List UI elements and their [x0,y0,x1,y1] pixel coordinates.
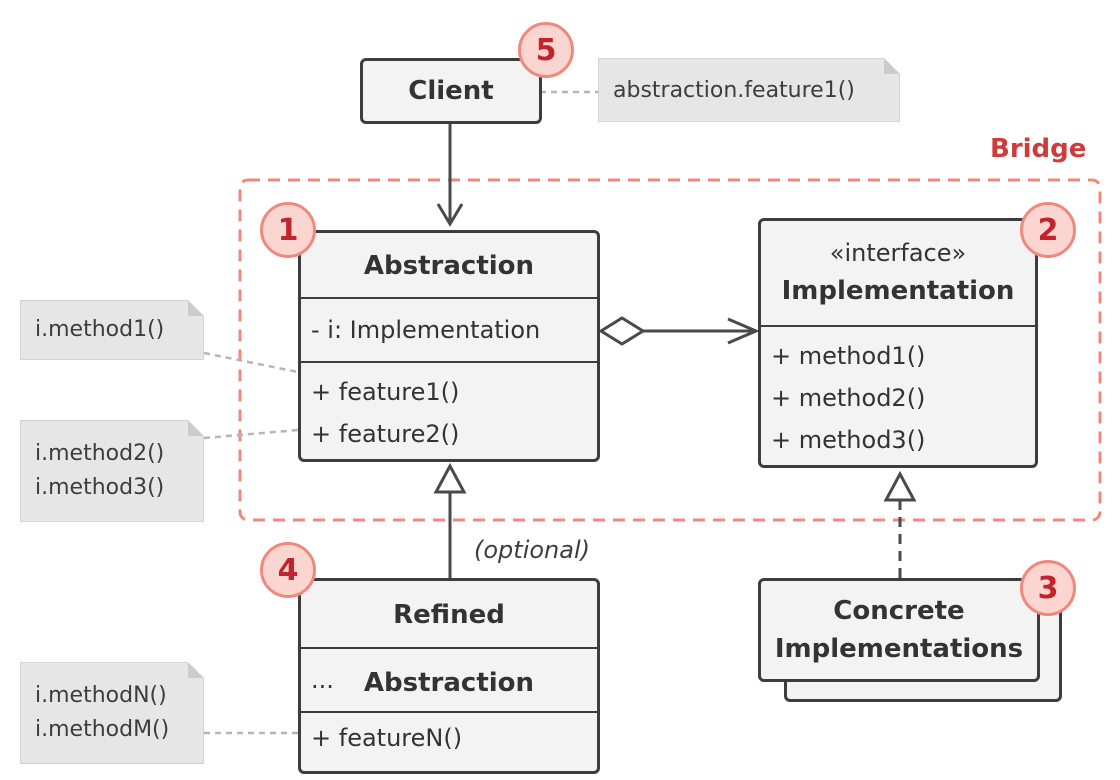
client-to-abstraction-arrowhead [436,203,464,227]
implementation-box: «interface» Implementation + method1() +… [758,218,1038,468]
step-badge-4: 4 [260,542,316,598]
bridge-region [238,178,1102,522]
feature2-note-line: i.method3() [35,475,165,500]
refined-abstraction-title: Refined Abstraction [301,581,597,698]
refined-abstraction-method: + featureN() [311,724,463,752]
concrete-title-line1: Concrete [833,596,965,626]
feature2-note-line: i.method2() [35,441,165,466]
featureN-note-line: i.methodN() [35,683,167,708]
step-badge-3: 3 [1020,560,1076,616]
note-fold-icon [188,662,204,678]
inheritance-triangle [433,462,467,494]
abstraction-method: + feature2() [311,420,460,448]
note-fold-icon [188,420,204,436]
concrete-title-line2: Implementations [774,634,1024,664]
implementation-method: + method2() [771,384,926,412]
refined-abstraction-field: ... [311,666,334,694]
refined-abstraction-methods: + featureN() [301,713,597,759]
step-badge-1: 1 [260,202,316,258]
feature1-note-line: i.method1() [35,317,165,342]
abstraction-method: + feature1() [311,378,460,406]
implementation-method: + method3() [771,426,926,454]
abstraction-methods: + feature1() + feature2() [301,363,597,455]
featureN-note: i.methodN() i.methodM() [20,662,204,764]
realization-triangle [883,470,917,502]
refined-abstraction-fields: ... [301,649,597,713]
abstraction-box: Abstraction - i: Implementation + featur… [298,230,600,462]
implementation-title: Implementation [781,276,1015,306]
feature1-note: i.method1() [20,300,204,360]
feature1-note-connector [203,351,299,374]
concrete-implementations-box: Concrete Implementations [758,578,1040,682]
step-badge-5: 5 [518,22,574,78]
abstraction-fields: - i: Implementation [301,299,597,363]
implementation-methods: + method1() + method2() + method3() [761,327,1035,461]
implementation-method: + method1() [771,342,926,370]
refined-abstraction-box: Refined Abstraction ... + featureN() [298,578,600,774]
note-fold-icon [884,58,900,74]
client-note: abstraction.feature1() [598,58,900,122]
bridge-label: Bridge [990,134,1087,164]
client-box: Client [360,58,542,124]
step-badge-2: 2 [1020,202,1076,258]
abstraction-field: - i: Implementation [311,316,541,344]
aggregation-arrowhead [727,317,760,345]
client-note-text: abstraction.feature1() [613,78,855,103]
optional-label: (optional) [474,536,590,564]
feature2-note-connector [203,428,299,440]
client-title: Client [408,76,494,106]
note-fold-icon [188,300,204,316]
implementation-stereotype: «interface» [829,239,967,267]
feature2-note: i.method2() i.method3() [20,420,204,522]
abstraction-title: Abstraction [301,233,597,299]
implementation-header: «interface» Implementation [761,221,1035,327]
featureN-note-line: i.methodM() [35,717,170,742]
aggregation-diamond [598,316,646,346]
